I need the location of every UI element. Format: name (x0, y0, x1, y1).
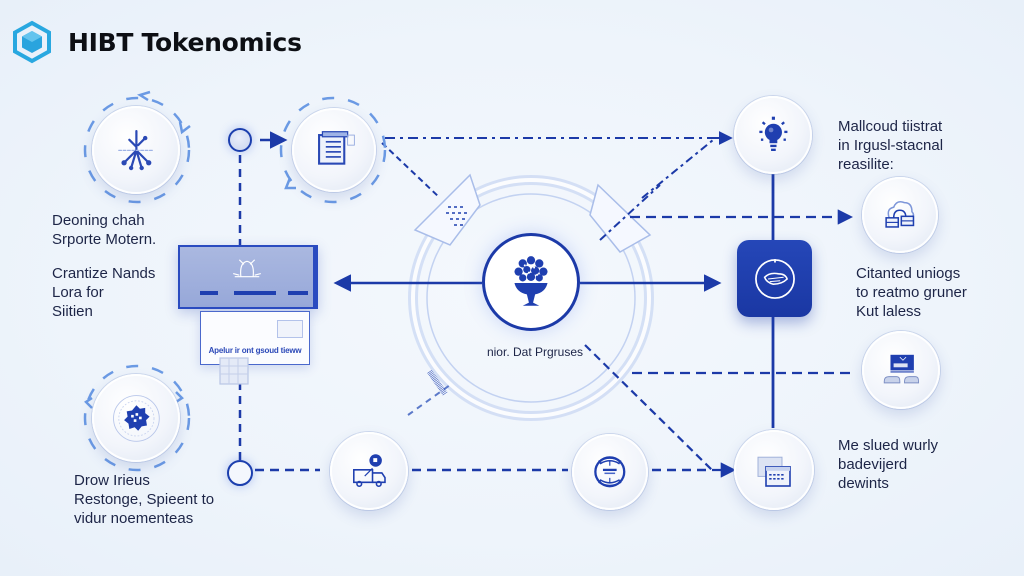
label-left-mid: Crantize Nands Lora for Siitien (52, 265, 156, 320)
sketch-figure-icon (233, 259, 261, 278)
lightbulb-icon (758, 116, 788, 151)
cloud-storage-icon (885, 201, 915, 228)
label-right-bottom: Me slued wurly badevijerd dewints (838, 437, 939, 492)
tree-in-vase-icon (514, 256, 548, 306)
ledger-node[interactable] (734, 430, 814, 510)
exchange-node[interactable] (737, 240, 812, 317)
connection-dot-top[interactable] (228, 128, 252, 152)
cloud-storage-node[interactable] (862, 177, 938, 253)
monitor-vehicles-node[interactable] (862, 331, 940, 409)
delivery-truck-icon (352, 453, 386, 487)
seal-stamp-icon (594, 456, 626, 488)
label-left-top: Deoning chah Srporte Motern. (52, 212, 157, 248)
network-tree-icon (117, 129, 155, 170)
lightbulb-node[interactable] (734, 96, 812, 174)
svg-text:||||||||||||||||||: |||||||||||||||||| (426, 370, 447, 397)
seal-node[interactable] (572, 434, 648, 510)
page-title: HIBT Tokenomics (68, 27, 302, 57)
label-left-bottom: Drow Irieus Restonge, Spieent to vidur n… (74, 472, 215, 527)
gear-badge-icon (112, 394, 160, 442)
hub-caption: nior. Dat Prgruses (486, 345, 584, 359)
badge-node[interactable] (92, 374, 180, 462)
token-exchange-icon (754, 258, 795, 299)
info-card-caption: Apelur ir ont gsoud tieww (208, 346, 302, 355)
document-list-icon (317, 130, 355, 165)
header: HIBT Tokenomics (10, 18, 302, 66)
info-card[interactable] (200, 311, 310, 365)
screen-card[interactable] (178, 245, 318, 309)
connection-dot-bottom[interactable] (227, 460, 253, 486)
central-hub[interactable] (482, 233, 580, 331)
network-node[interactable] (92, 106, 180, 194)
label-right-top: Mallcoud tiistrat in Irgusl-stacnal reas… (838, 118, 944, 173)
truck-node[interactable] (330, 432, 408, 510)
label-right-mid: Citanted uniogs to reatmo gruner Kut lal… (856, 265, 967, 320)
monitor-vehicles-icon (883, 354, 919, 383)
ledger-box-icon (757, 456, 791, 487)
hexagon-cube-icon (13, 20, 51, 64)
grid-box-icon (219, 357, 249, 385)
document-node[interactable] (292, 108, 376, 192)
